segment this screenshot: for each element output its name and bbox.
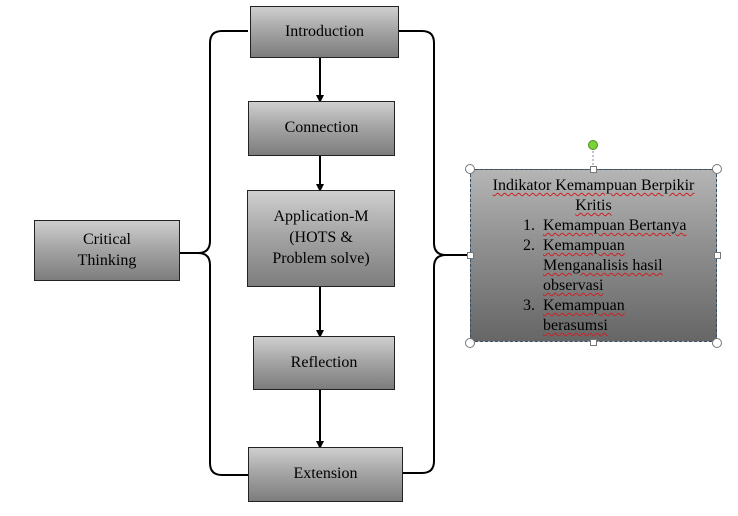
indicator-item-3: 3. Kemampuan berasumsi: [513, 296, 708, 336]
application-label-line3: Problem solve): [272, 249, 370, 267]
indicator-item-2-number: 2.: [523, 237, 535, 254]
reflection-label: Reflection: [290, 353, 358, 371]
indicator-title-line1: Indikator Kemampuan Berpikir: [492, 177, 695, 194]
critical-thinking-box[interactable]: Critical Thinking: [34, 220, 180, 281]
resize-handle-bottom-left[interactable]: [465, 338, 475, 348]
indicator-item-3-line2: berasumsi: [543, 317, 608, 334]
left-brace: [180, 30, 248, 476]
indicator-item-2-line3: observasi: [543, 277, 604, 294]
extension-box[interactable]: Extension: [248, 447, 403, 502]
indicator-textbox[interactable]: Indikator Kemampuan Berpikir Kritis 1. K…: [470, 169, 717, 342]
rotate-handle[interactable]: [588, 140, 598, 150]
extension-label: Extension: [293, 465, 358, 483]
resize-handle-top-right[interactable]: [712, 164, 722, 174]
critical-thinking-line1: Critical: [83, 230, 131, 248]
introduction-box[interactable]: Introduction: [250, 6, 399, 58]
right-brace: [399, 30, 470, 474]
resize-handle-left[interactable]: [467, 252, 474, 259]
indicator-item-2-line2: Menganalisis hasil: [543, 257, 663, 274]
indicator-item-1: 1. Kemampuan Bertanya: [513, 216, 708, 236]
indicator-title-line2: Kritis: [575, 197, 612, 214]
resize-handle-right[interactable]: [714, 252, 721, 259]
indicator-item-2-line1: Kemampuan: [543, 237, 625, 254]
application-label-line2: (HOTS &: [289, 229, 353, 247]
critical-thinking-line2: Thinking: [77, 251, 137, 269]
indicator-item-1-line1: Kemampuan Bertanya: [543, 217, 687, 234]
connection-box[interactable]: Connection: [248, 101, 395, 156]
indicator-item-3-number: 3.: [523, 297, 535, 314]
introduction-label: Introduction: [284, 22, 365, 40]
indicator-item-1-number: 1.: [523, 217, 535, 234]
resize-handle-top[interactable]: [590, 166, 597, 173]
indicator-title: Indikator Kemampuan Berpikir Kritis: [479, 176, 708, 216]
resize-handle-top-left[interactable]: [465, 164, 475, 174]
connection-label: Connection: [284, 119, 359, 137]
application-label-line1: Application-M: [273, 208, 369, 226]
indicator-list: 1. Kemampuan Bertanya 2. Kemampuan Menga…: [479, 216, 708, 336]
reflection-box[interactable]: Reflection: [253, 336, 395, 390]
resize-handle-bottom-right[interactable]: [712, 338, 722, 348]
application-box[interactable]: Application-M (HOTS & Problem solve): [247, 190, 395, 287]
indicator-item-2: 2. Kemampuan Menganalisis hasil observas…: [513, 236, 708, 296]
resize-handle-bottom[interactable]: [590, 339, 597, 346]
indicator-item-3-line1: Kemampuan: [543, 297, 625, 314]
